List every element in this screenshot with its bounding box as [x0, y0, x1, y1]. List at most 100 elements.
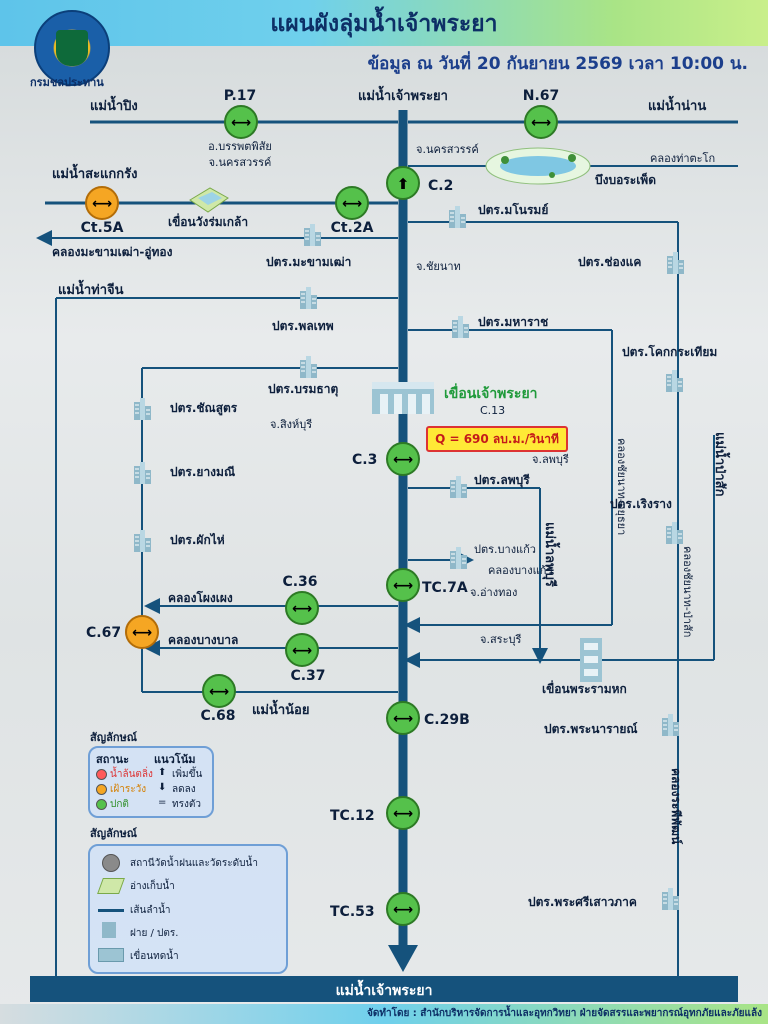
svg-text:⟷: ⟷ — [393, 578, 413, 594]
svg-text:⟷: ⟷ — [342, 196, 362, 212]
station-tc12[interactable]: ⟷ — [386, 796, 420, 830]
status-watch-icon — [96, 784, 107, 795]
label-noi: แม่น้ำน้อย — [252, 699, 309, 718]
label-makham-canal: คลองมะขามเฒ่า-อู่ทอง — [52, 245, 173, 260]
label-bang-kaeo-canal: คลองบางแก้ว — [488, 564, 553, 577]
legend-title-2: สัญลักษณ์ — [90, 827, 137, 840]
trend-up-icon: ⬆ — [158, 767, 167, 778]
legend-title-1: สัญลักษณ์ — [90, 731, 137, 744]
label-roeng: ปตร.เริงราง — [610, 497, 672, 511]
svg-text:⟷: ⟷ — [393, 452, 413, 468]
trend-down-label: ลดลง — [172, 784, 196, 795]
credit-bar — [0, 1004, 768, 1024]
weir-icon — [102, 922, 116, 938]
label-sakae: แม่น้ำสะแกกรัง — [52, 163, 138, 182]
legend-symbol-river: เส้นลำน้ำ — [130, 905, 171, 916]
label-phong-pheng: คลองโผงเผง — [168, 590, 233, 605]
legend-symbol-station: สถานีวัดน้ำฝนและวัดระดับน้ำ — [130, 858, 258, 869]
label-bueng: บึงบอระเพ็ด — [595, 172, 656, 187]
label-c29b: C.29B — [424, 712, 470, 728]
station-ct5a[interactable]: ⟷ — [85, 186, 119, 220]
weir-maharat-icon — [451, 315, 470, 339]
label-angthong: จ.อ่างทอง — [470, 586, 517, 599]
legend-symbol-reservoir: อ่างเก็บน้ำ — [130, 881, 175, 892]
weir-bangkaeo-icon — [449, 546, 468, 570]
weir-chan-icon — [133, 397, 152, 421]
weir-chongkhae-icon — [666, 251, 685, 275]
label-c2: C.2 — [428, 178, 453, 194]
station-c29b[interactable]: ⟷ — [386, 701, 420, 735]
bueng-boraphet-icon — [485, 147, 591, 185]
weir-sri-icon — [661, 887, 680, 911]
label-lopburi-river: แม่น้ำลพบุรี — [542, 522, 561, 587]
station-c36[interactable]: ⟷ — [285, 591, 319, 625]
svg-text:⟷: ⟷ — [393, 711, 413, 727]
station-n67[interactable]: ⟷ — [524, 105, 558, 139]
weir-borom-icon — [299, 355, 318, 379]
station-c3[interactable]: ⟷ — [386, 442, 420, 476]
label-ct5a: Ct.5A — [81, 220, 124, 236]
label-n67: N.67 — [523, 88, 560, 104]
flow-rate-box: Q = 690 ลบ.ม./วินาที — [426, 426, 568, 452]
rama6-dam-icon — [580, 638, 602, 682]
label-reg-makham: ปตร.มะขามเฒ่า — [266, 255, 351, 269]
label-wang-rom: เขื่อนวังร่มเกล้า — [168, 213, 248, 229]
station-tc53[interactable]: ⟷ — [386, 892, 420, 926]
legend-symbol-box: สถานีวัดน้ำฝนและวัดระดับน้ำ อ่างเก็บน้ำ … — [88, 844, 288, 974]
weir-phak-icon — [133, 529, 152, 553]
label-phonlathep: ปตร.พลเทพ — [272, 319, 334, 333]
label-ct2a: Ct.2A — [331, 220, 374, 236]
station-c37[interactable]: ⟷ — [285, 633, 319, 667]
label-saraburi: จ.สระบุรี — [480, 633, 521, 646]
label-c67: C.67 — [86, 625, 121, 641]
svg-text:⟷: ⟷ — [531, 115, 551, 131]
label-chao-top: แม่น้ำเจ้าพระยา — [358, 85, 448, 104]
station-ct2a[interactable]: ⟷ — [335, 186, 369, 220]
header-bar — [0, 0, 768, 46]
rid-logo-icon — [34, 10, 110, 86]
weir-yang-icon — [133, 461, 152, 485]
label-bang-ban: คลองบางบาล — [168, 633, 238, 647]
label-nan: แม่น้ำน่าน — [648, 95, 706, 114]
svg-text:⟷: ⟷ — [292, 601, 312, 617]
chao-phraya-dam-icon — [372, 382, 434, 414]
trend-steady-icon: = — [158, 797, 167, 808]
label-chainat-pasak: คลองชัยนาท-ป่าสัก — [681, 546, 694, 637]
label-chainat-ayut: คลองชัยนาท-อยุธยา — [615, 438, 628, 535]
status-watch-label: เฝ้าระวัง — [110, 784, 147, 795]
label-reg-lopburi: ปตร.ลพบุรี — [474, 473, 530, 488]
trend-steady-label: ทรงตัว — [172, 799, 201, 810]
legend-symbol-dam: เขื่อนทดน้ำ — [130, 951, 179, 962]
status-normal-icon — [96, 799, 107, 810]
label-manorom: ปตร.มโนรมย์ — [478, 202, 548, 217]
label-p17-loc: อ.บรรพตพิสัย — [208, 140, 272, 153]
station-c67[interactable]: ⟷ — [125, 615, 159, 649]
page-title: แผนผังลุ่มน้ำเจ้าพระยา — [270, 11, 498, 37]
label-rama6-dam: เขื่อนพระรามหก — [542, 680, 627, 696]
svg-text:⟷: ⟷ — [231, 115, 251, 131]
label-yang: ปตร.ยางมณี — [170, 465, 235, 479]
label-p17-prov: จ.นครสวรรค์ — [209, 156, 272, 169]
label-borom: ปตร.บรมธาตุ — [268, 382, 338, 397]
label-chainat: จ.ชัยนาท — [416, 260, 461, 273]
label-tc12: TC.12 — [330, 808, 375, 824]
label-chao-dam-code: C.13 — [480, 404, 505, 417]
svg-text:⟷: ⟷ — [393, 902, 413, 918]
station-p17[interactable]: ⟷ — [224, 105, 258, 139]
weir-phonlathep-icon — [299, 286, 318, 310]
label-singburi: จ.สิงห์บุรี — [270, 418, 312, 431]
legend-trend-heading: แนวโน้ม — [154, 753, 196, 766]
label-tha-tako: คลองท่าตะโก — [650, 151, 715, 165]
wang-rom-reservoir-icon — [189, 187, 229, 213]
station-c2[interactable]: ⬆ — [386, 166, 420, 200]
label-tc53: TC.53 — [330, 904, 375, 920]
label-khok: ปตร.โคกกระเทียม — [622, 344, 717, 359]
status-overflow-icon — [96, 769, 107, 780]
label-c3: C.3 — [352, 452, 377, 468]
station-tc7a[interactable]: ⟷ — [386, 568, 420, 602]
station-c68[interactable]: ⟷ — [202, 674, 236, 708]
label-chao-dam: เขื่อนเจ้าพระยา — [444, 383, 538, 402]
svg-text:⟷: ⟷ — [92, 196, 112, 212]
